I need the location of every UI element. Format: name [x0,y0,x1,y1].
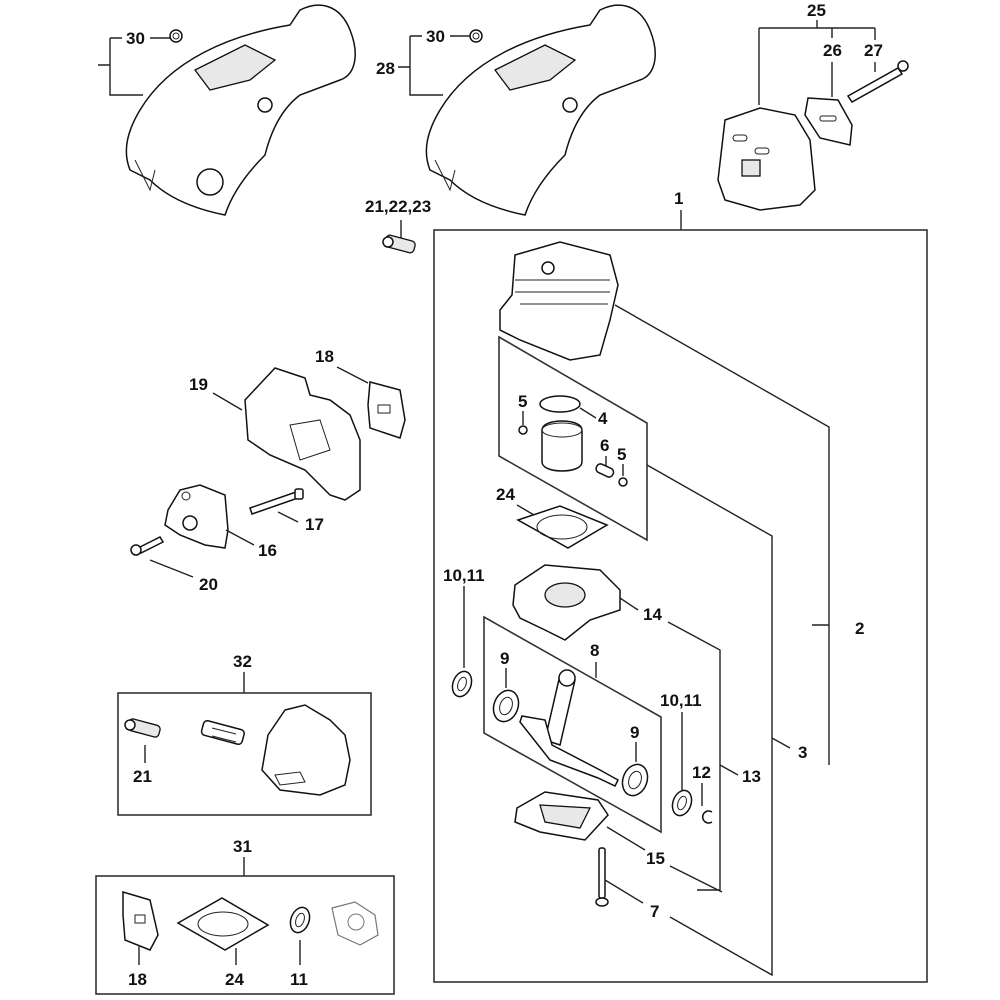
leaders-2-3 [614,304,830,765]
cylinder-gasket-kit [176,897,270,951]
leader-26-27 [831,62,876,97]
callout-6: 6 [600,436,609,455]
bearing-left [492,689,520,723]
callout-7: 7 [650,902,659,921]
callout-16: 16 [258,541,277,560]
leader-7 [604,765,773,977]
callout-11: 11 [290,970,308,989]
callout-30b: 30 [426,27,445,46]
crankcase-screw [595,847,609,907]
carburetor-gasket [331,901,379,946]
callout-21: 21 [133,767,152,786]
spark-plug-top [382,234,416,254]
callout-9b: 9 [630,723,639,742]
callout-27: 27 [864,41,883,60]
callout-20: 20 [199,575,218,594]
callout-28: 28 [376,59,395,78]
callout-9a: 9 [500,649,509,668]
callout-18b: 18 [128,970,147,989]
piston [541,420,583,472]
screw-17 [249,488,304,515]
screw-20 [130,536,165,556]
leader-17 [277,511,299,523]
callout-3: 3 [798,743,807,762]
top-cover-right [425,4,656,216]
leader-13 [719,764,739,776]
oil-seal-left [451,670,473,698]
callout-5a: 5 [518,392,527,411]
gasket-18-kit [122,890,159,951]
callout-10-11b: 10,11 [660,691,702,710]
gasket-18 [367,381,406,439]
callout-18a: 18 [315,347,334,366]
callout-31: 31 [233,837,252,856]
leader-19 [212,392,243,411]
spark-plug-kit [124,718,161,738]
leaders-14-13 [619,597,721,891]
callout-30a: 30 [126,29,145,48]
callout-5b: 5 [617,445,626,464]
muffler-gasket [804,97,853,146]
piston-kit-box [498,335,648,542]
piston-ring [539,395,581,413]
callout-12: 12 [692,763,711,782]
callout-25: 25 [807,1,826,20]
callout-26: 26 [823,41,842,60]
circlip-right [618,477,628,487]
callout-2: 2 [855,619,864,638]
top-cover-left [125,4,356,216]
callout-24b: 24 [225,970,244,989]
kit-box-31 [95,875,395,995]
cylinder [499,241,619,361]
oil-seal-kit [289,906,311,934]
heat-shield [244,367,361,501]
leader-4 [579,407,597,419]
screw-30-left [169,29,183,43]
leader-18a [336,366,369,384]
callout-14: 14 [643,605,662,624]
crankshaft [519,669,619,787]
kit-box-32 [117,692,372,816]
oil-seal-right [671,789,693,817]
callout-8: 8 [590,641,599,660]
callout-21-22-23: 21,22,23 [365,197,431,216]
muffler-bolt [846,60,909,103]
piston-pin [595,463,615,478]
kit-box-1 [433,229,928,983]
air-filter [261,704,351,796]
callout-17: 17 [305,515,324,534]
leader-20 [149,559,194,578]
bearing-right [621,763,649,797]
circlip-left [518,425,528,435]
callout-10-11a: 10,11 [443,566,485,585]
callout-24a: 24 [496,485,515,504]
callout-13: 13 [742,767,761,786]
callout-19: 19 [189,375,208,394]
screw-30-right [469,29,483,43]
crankcase-lower [514,791,609,841]
leader-15 [606,826,723,893]
bracket-cover-right [398,35,443,96]
oil-pump [164,484,229,549]
callout-32: 32 [233,652,252,671]
leader-16 [225,529,255,546]
fuel-filter [200,719,245,746]
cylinder-gasket [516,505,609,549]
crankcase-upper [512,564,621,641]
leader-24a [516,504,535,516]
crankshaft-box [483,615,662,834]
callout-15: 15 [646,849,665,868]
bracket-muffler [758,20,876,105]
retaining-ring [702,810,713,824]
muffler [717,107,816,211]
callout-1: 1 [674,189,683,208]
callout-4: 4 [598,409,608,428]
bracket-cover-left [98,38,143,96]
